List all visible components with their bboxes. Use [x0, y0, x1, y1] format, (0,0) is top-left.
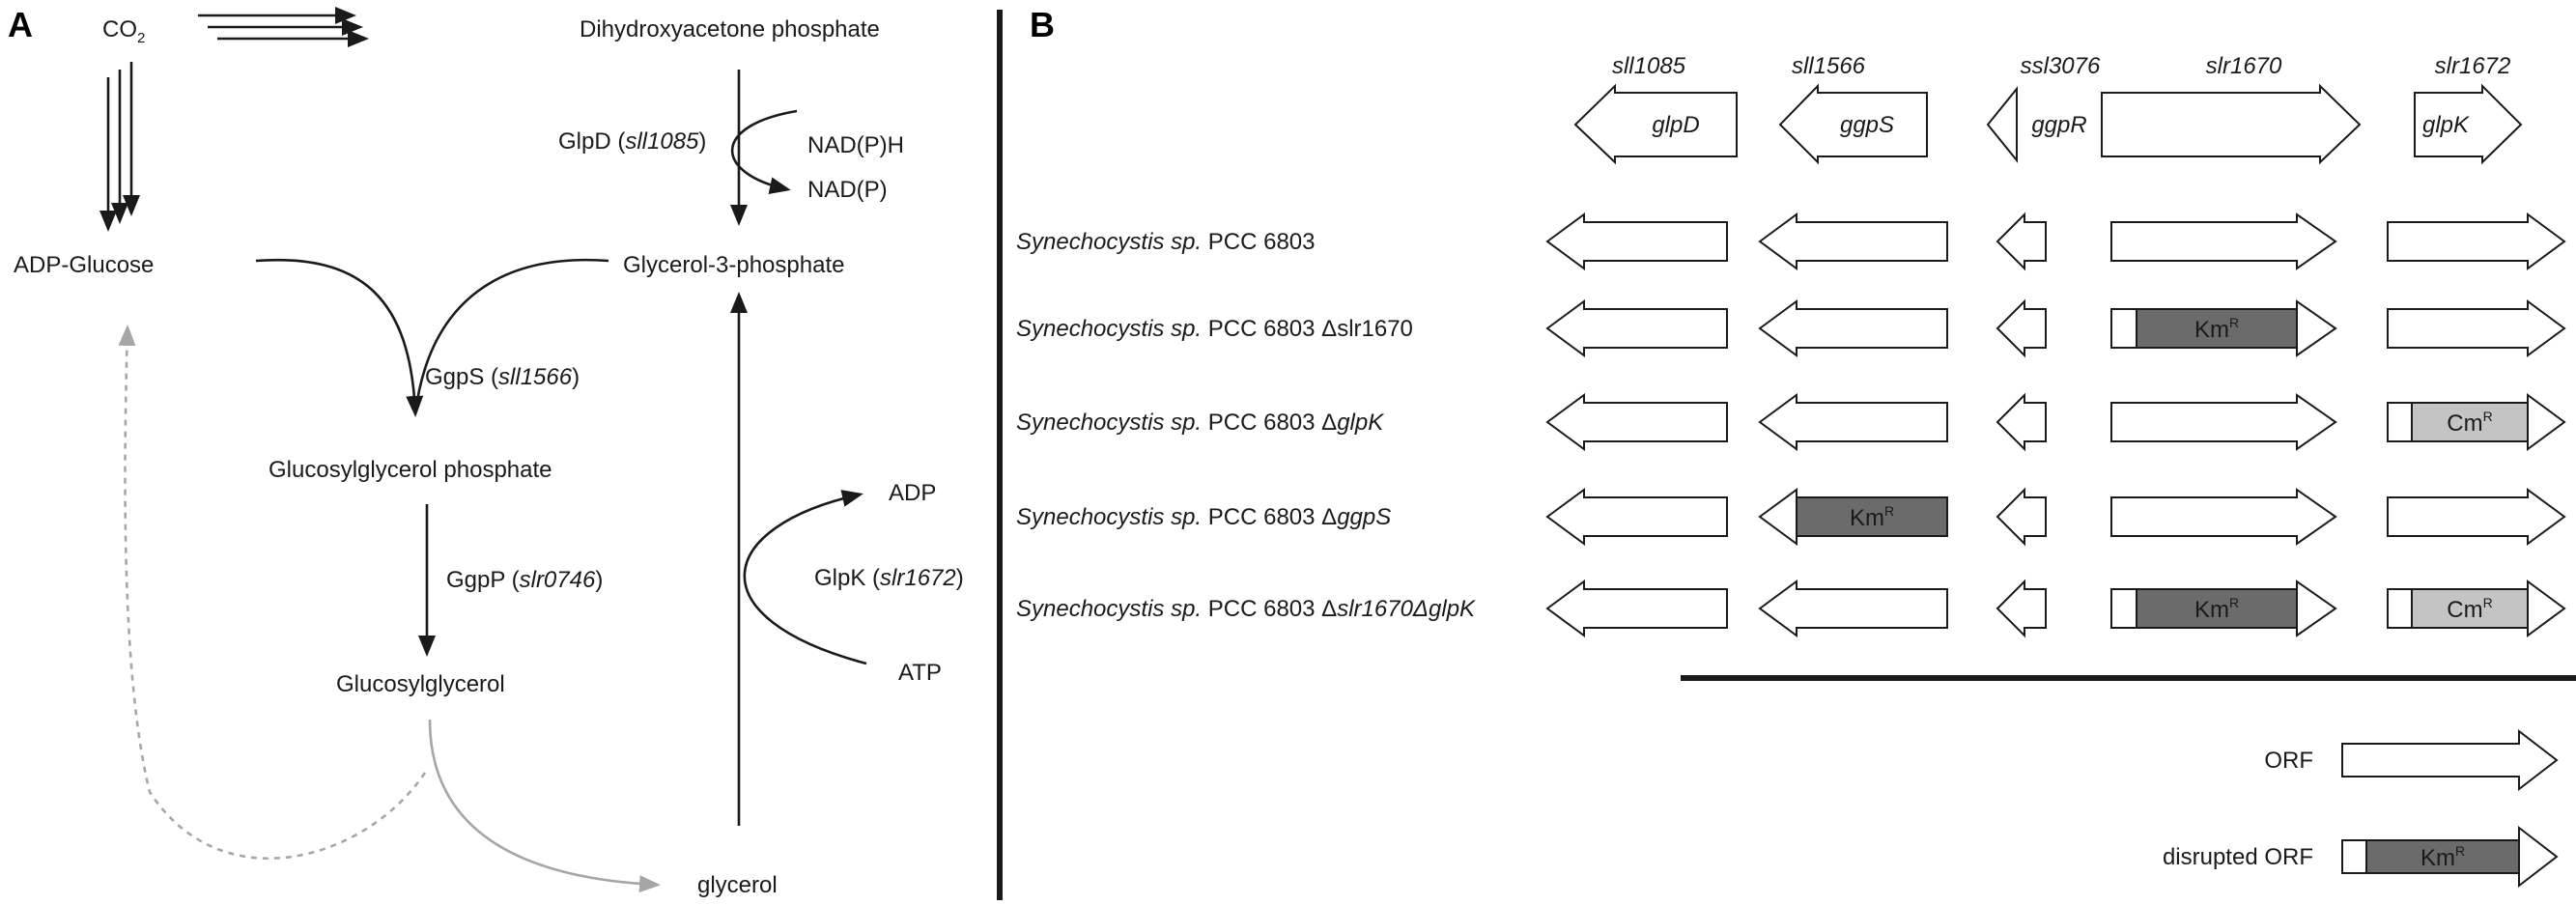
ggpp-enzyme-label: GgpP (slr0746) [446, 567, 603, 593]
glpd-gene-label: glpD [1652, 112, 1699, 138]
row1-glpk-arrow [2387, 212, 2566, 270]
row5-slr1670-cassette [2136, 588, 2298, 629]
strain-rows: Synechocystis sp. PCC 6803Synechocystis … [1016, 212, 2566, 638]
row1-slr1670-arrow [2110, 212, 2337, 270]
nadp-label: NAD(P) [807, 177, 888, 203]
adp-glucose-label: ADP-Glucose [14, 252, 154, 278]
legend-disrupted-label: disrupted ORF [2163, 844, 2313, 870]
strain-label-5: Synechocystis sp. PCC 6803 Δslr1670ΔglpK [1016, 596, 1476, 622]
atp-label: ATP [898, 660, 942, 686]
co2-label: CO2 [102, 16, 145, 46]
gene-id-ssl3076: ssl3076 [2021, 53, 2101, 79]
legend-orf-label: ORF [2264, 748, 2313, 774]
row5-glpk-cassette [2411, 588, 2529, 629]
gene-id-slr1670: slr1670 [2206, 53, 2282, 79]
row4-ggps-cassette-label: KmR [1850, 503, 1894, 531]
dhap-label: Dihydroxyacetone phosphate [580, 16, 880, 42]
gene-id-slr1672: slr1672 [2435, 53, 2511, 79]
panel-b: B sll1085 sll1566 ssl3076 slr1670 slr167… [1016, 5, 2576, 889]
panel-b-label: B [1030, 5, 1055, 44]
strain-label-2: Synechocystis sp. PCC 6803 Δslr1670 [1016, 316, 1413, 342]
slr1670-gene-arrow [2101, 83, 2362, 165]
ggps-gene-arrow [1778, 83, 1928, 165]
row4-ggps-cassette [1796, 496, 1948, 537]
panel-a-label: A [8, 5, 33, 44]
ggpr-gene-label: ggpR [2031, 112, 2086, 138]
strain-label-3: Synechocystis sp. PCC 6803 ΔglpK [1016, 410, 1384, 436]
g3p-to-ggp-arc [413, 258, 609, 414]
ggpr-gene-arrow [1986, 86, 2018, 163]
glpk-gene-label: glpK [2422, 112, 2470, 138]
row4-slr1670-arrow [2110, 488, 2337, 546]
strain-label-4: Synechocystis sp. PCC 6803 ΔggpS [1016, 504, 1391, 530]
glpd-enzyme-label: GlpD (sll1085) [558, 128, 706, 155]
row3-ggpr-arrow [1996, 392, 2047, 452]
adp-label: ADP [889, 480, 936, 506]
ggps-enzyme-label: GgpS (sll1566) [425, 364, 580, 390]
row3-ggps-arrow [1758, 393, 1948, 451]
glpd-gene-arrow [1573, 83, 1738, 165]
glpk-gene-arrow [2414, 83, 2523, 165]
gene-id-sll1566: sll1566 [1792, 53, 1866, 79]
row5-slr1670-cassette-label: KmR [2194, 595, 2239, 623]
glycerol-label: glycerol [697, 872, 778, 898]
row1-ggps-arrow [1758, 212, 1948, 270]
row2-slr1670-cassette [2136, 308, 2298, 349]
co2-vertical-arrows [99, 62, 140, 232]
ggps-gene-label: ggpS [1840, 112, 1894, 138]
row4-ggpr-arrow [1996, 487, 2047, 547]
ggp-label: Glucosylglycerol phosphate [269, 457, 552, 483]
row3-glpd-arrow [1545, 393, 1728, 451]
g3p-label: Glycerol-3-phosphate [623, 252, 844, 278]
row5-ggpr-arrow [1996, 579, 2047, 638]
legend-km-cassette [2365, 839, 2520, 874]
row3-slr1670-arrow [2110, 393, 2337, 451]
legend-km-label: KmR [2420, 843, 2465, 871]
panel-a: A CO2 Dihydroxyacetone phosphate NAD(P)H… [8, 5, 964, 898]
row4-glpd-arrow [1545, 488, 1728, 546]
row2-slr1670-cassette-label: KmR [2194, 315, 2239, 343]
row1-glpd-arrow [1545, 212, 1728, 270]
strain-label-1: Synechocystis sp. PCC 6803 [1016, 229, 1316, 255]
row5-ggps-arrow [1758, 580, 1948, 637]
glpk-enzyme-label: GlpK (slr1672) [814, 565, 964, 591]
co2-horizontal-arrows [198, 7, 369, 47]
row2-glpk-arrow [2387, 299, 2566, 357]
nadph-cofactor-arrow [730, 109, 798, 195]
row2-glpd-arrow [1545, 299, 1728, 357]
row5-glpd-arrow [1545, 580, 1728, 637]
nadph-label: NAD(P)H [807, 132, 904, 158]
row3-glpk-cassette [2411, 402, 2529, 442]
row2-ggps-arrow [1758, 299, 1948, 357]
gene-id-sll1085: sll1085 [1612, 53, 1686, 79]
row2-ggpr-arrow [1996, 298, 2047, 358]
legend-orf-arrow [2341, 728, 2559, 792]
row1-ggpr-arrow [1996, 212, 2047, 271]
row3-glpk-cassette-label: CmR [2447, 409, 2492, 437]
gg-label: Glucosylglycerol [336, 671, 505, 697]
row5-glpk-cassette-label: CmR [2447, 595, 2492, 623]
gene-map-header: glpD ggpS ggpR glpK [1573, 83, 2523, 165]
gg-to-adp-glucose-dashed-arrow [118, 325, 427, 861]
gg-to-glycerol-grey-arrow [428, 719, 661, 893]
atp-adp-cofactor-arrow [743, 490, 867, 665]
adp-glucose-to-ggp-arc [255, 258, 424, 417]
legend: ORF disrupted ORF KmR [2163, 728, 2559, 889]
row4-glpk-arrow [2387, 488, 2566, 546]
